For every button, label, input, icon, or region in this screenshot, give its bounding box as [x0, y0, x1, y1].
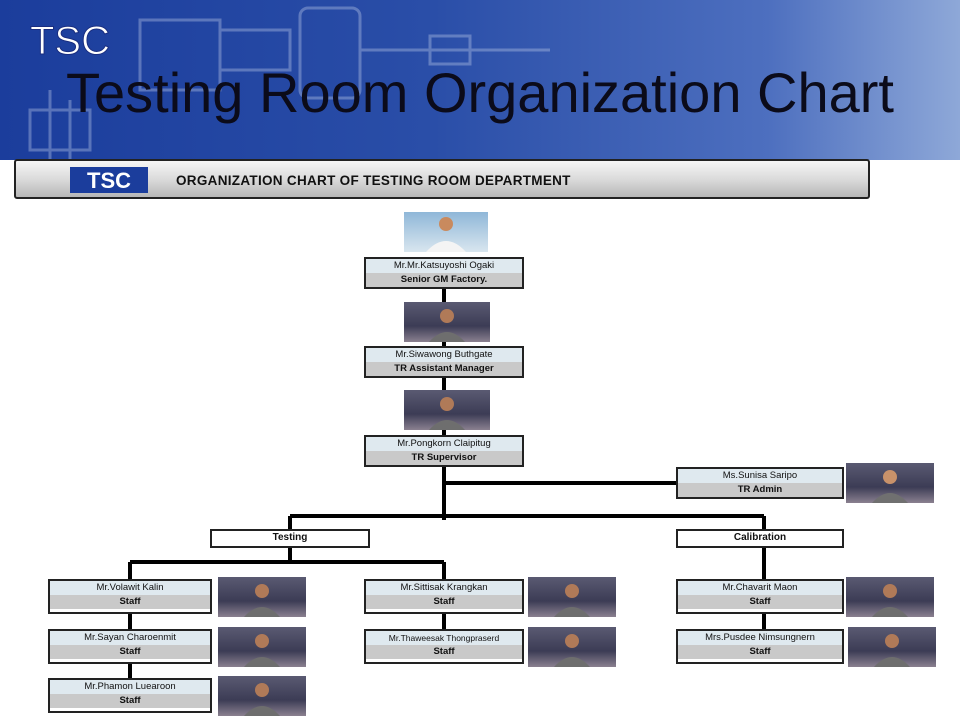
photo-gm	[404, 212, 488, 252]
node-position: Senior GM Factory.	[366, 273, 522, 287]
person-icon	[872, 470, 908, 503]
node-senior-gm: Mr.Mr.Katsuyoshi Ogaki Senior GM Factory…	[364, 257, 524, 289]
node-staff-sittisak: Mr.Sittisak Krangkan Staff	[364, 579, 524, 614]
svg-text:TSC: TSC	[87, 168, 131, 193]
photo-asst	[404, 302, 490, 342]
node-name: Mr.Chavarit Maon	[678, 581, 842, 595]
svg-text:TSC: TSC	[30, 19, 110, 63]
node-name: Mr.Pongkorn Claipitug	[366, 437, 522, 451]
photo-t5	[528, 627, 616, 667]
person-icon	[554, 634, 590, 667]
node-position: TR Supervisor	[366, 451, 522, 465]
node-position: Staff	[366, 645, 522, 659]
category-label: Calibration	[733, 532, 787, 543]
node-name: Mr.Thaweesak Thongpraserd	[366, 631, 522, 645]
person-icon	[554, 584, 590, 617]
person-icon	[429, 397, 465, 430]
slide-header: TSC Testing Room Organization Chart	[0, 0, 960, 160]
person-icon	[426, 217, 466, 252]
node-staff-sayan: Mr.Sayan Charoenmit Staff	[48, 629, 212, 664]
node-name: Mr.Phamon Luearoon	[50, 680, 210, 694]
node-calibration: Calibration	[676, 529, 844, 548]
node-staff-thaweesak: Mr.Thaweesak Thongpraserd Staff	[364, 629, 524, 664]
node-testing: Testing	[210, 529, 370, 548]
photo-c2	[848, 627, 936, 667]
node-position: Staff	[50, 595, 210, 609]
node-position: TR Admin	[678, 483, 842, 497]
machine-illustration	[28, 6, 550, 160]
tsc-logo: TSC	[30, 19, 111, 64]
photo-t2	[218, 627, 306, 667]
banner-tsc-logo: TSC	[70, 167, 148, 193]
node-assistant-manager: Mr.Siwawong Buthgate TR Assistant Manage…	[364, 346, 524, 378]
category-label: Testing	[272, 532, 308, 543]
photo-t3	[218, 676, 306, 716]
photo-admin	[846, 463, 934, 503]
node-position: Staff	[678, 645, 842, 659]
node-staff-chavarit: Mr.Chavarit Maon Staff	[676, 579, 844, 614]
node-name: Mr.Siwawong Buthgate	[366, 348, 522, 362]
person-icon	[872, 584, 908, 617]
person-icon	[244, 584, 280, 617]
banner-title: ORGANIZATION CHART OF TESTING ROOM DEPAR…	[176, 173, 571, 188]
node-name: Mr.Mr.Katsuyoshi Ogaki	[366, 259, 522, 273]
person-icon	[429, 309, 465, 342]
node-name: Mr.Sittisak Krangkan	[366, 581, 522, 595]
photo-t4	[528, 577, 616, 617]
node-name: Mr.Sayan Charoenmit	[50, 631, 210, 645]
person-icon	[244, 634, 280, 667]
photo-t1	[218, 577, 306, 617]
title-clip: Testing Room Organization Chart	[0, 60, 960, 160]
node-position: Staff	[678, 595, 842, 609]
node-staff-volawit: Mr.Volawit Kalin Staff	[48, 579, 212, 614]
slide-title: Testing Room Organization Chart	[66, 61, 894, 124]
node-staff-pusdee: Mrs.Pusdee Nimsungnern Staff	[676, 629, 844, 664]
photo-c1	[846, 577, 934, 617]
node-name: Mrs.Pusdee Nimsungnern	[678, 631, 842, 645]
node-name: Ms.Sunisa Saripo	[678, 469, 842, 483]
node-position: Staff	[50, 645, 210, 659]
node-position: Staff	[50, 694, 210, 708]
node-admin: Ms.Sunisa Saripo TR Admin	[676, 467, 844, 499]
org-chart-banner: TSC ORGANIZATION CHART OF TESTING ROOM D…	[14, 159, 870, 199]
photo-sup	[404, 390, 490, 430]
person-icon	[244, 683, 280, 716]
node-position: Staff	[366, 595, 522, 609]
node-position: TR Assistant Manager	[366, 362, 522, 376]
node-name: Mr.Volawit Kalin	[50, 581, 210, 595]
node-staff-phamon: Mr.Phamon Luearoon Staff	[48, 678, 212, 713]
person-icon	[874, 634, 910, 667]
node-supervisor: Mr.Pongkorn Claipitug TR Supervisor	[364, 435, 524, 467]
